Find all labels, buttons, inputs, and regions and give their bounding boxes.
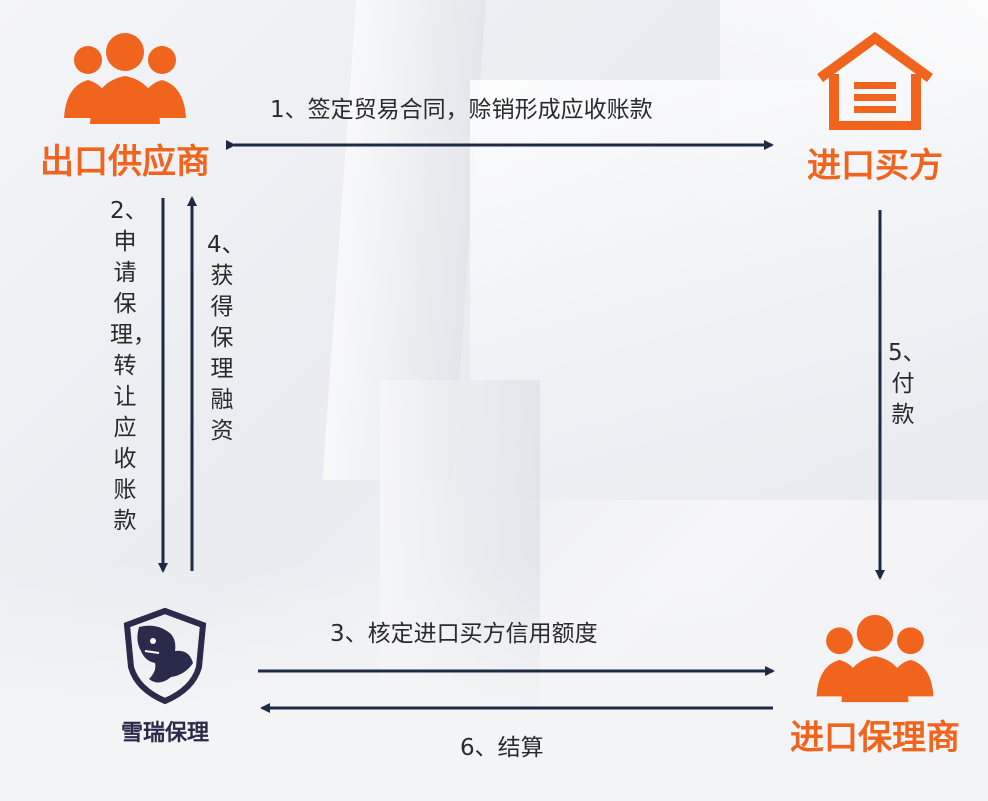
node-importer: 进口买方 (780, 30, 970, 187)
node-factor: 雪瑞保理 (80, 605, 250, 747)
node-import-factor: 进口保理商 (770, 612, 980, 759)
node-exporter: 出口供应商 (20, 30, 230, 183)
edge-label-get-financing: 4、获得保理融资 (207, 232, 245, 444)
node-factor-label: 雪瑞保理 (120, 720, 209, 746)
edge-label-apply-factoring: 2、申请保理，转让应收账款 (110, 198, 156, 534)
node-import-factor-label: 进口保理商 (790, 718, 960, 758)
edge-label-payment: 5、付款 (888, 340, 926, 428)
edge-label-credit-line: 3、核定进口买方信用额度 (330, 621, 598, 647)
warehouse-icon (817, 31, 933, 130)
tiger-shield-logo (123, 607, 207, 705)
node-importer-label: 进口买方 (807, 146, 943, 186)
edge-label-contract: 1、签定贸易合同，赊销形成应收账款 (270, 97, 653, 123)
people-group-icon (64, 33, 186, 124)
node-exporter-label: 出口供应商 (40, 142, 210, 182)
people-group-icon (816, 614, 934, 703)
edge-label-settlement: 6、结算 (460, 735, 544, 761)
